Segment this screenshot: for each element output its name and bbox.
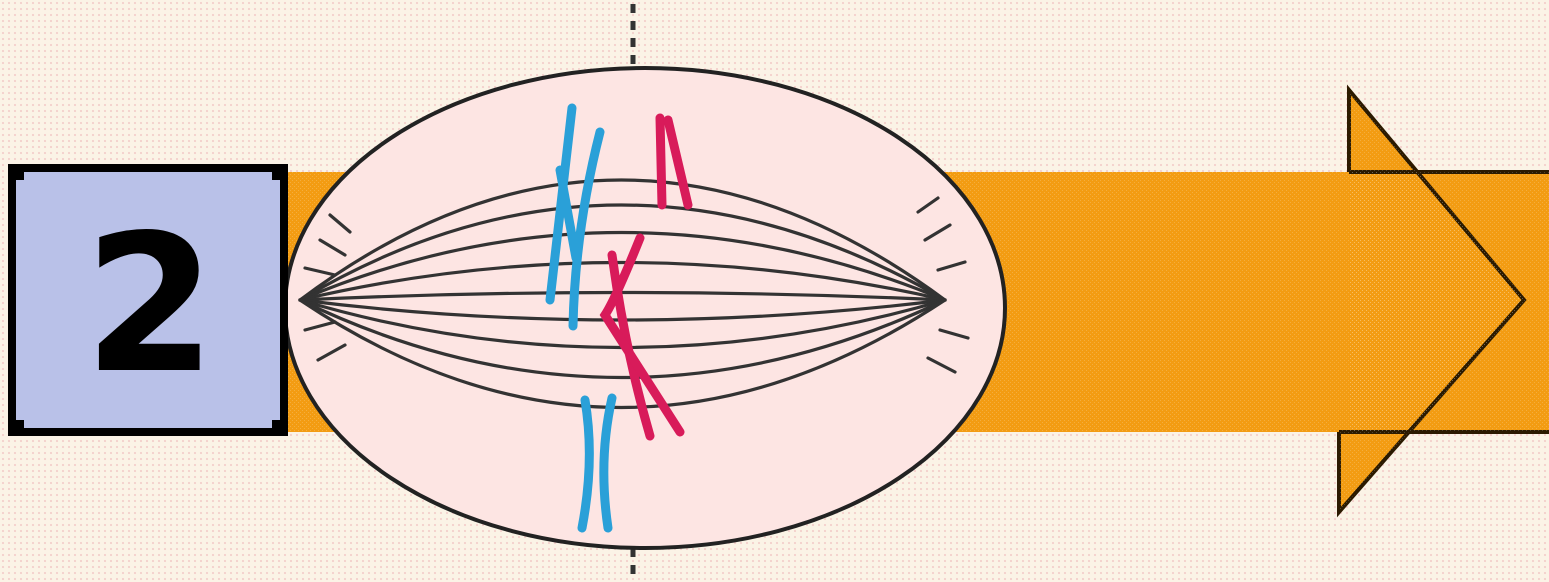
step-number-label: 2 [84, 194, 216, 415]
chromosome-red-top [655, 113, 693, 210]
step-number-box: 2 [8, 164, 288, 436]
chromosome-blue-bottom [577, 393, 617, 533]
dividing-cell-icon [283, 66, 1007, 550]
chromosome-red-middle [599, 233, 685, 441]
chromosome-blue-top [545, 103, 605, 331]
chromosomes-icon [545, 103, 693, 533]
spindle-fibers-icon [298, 178, 970, 410]
